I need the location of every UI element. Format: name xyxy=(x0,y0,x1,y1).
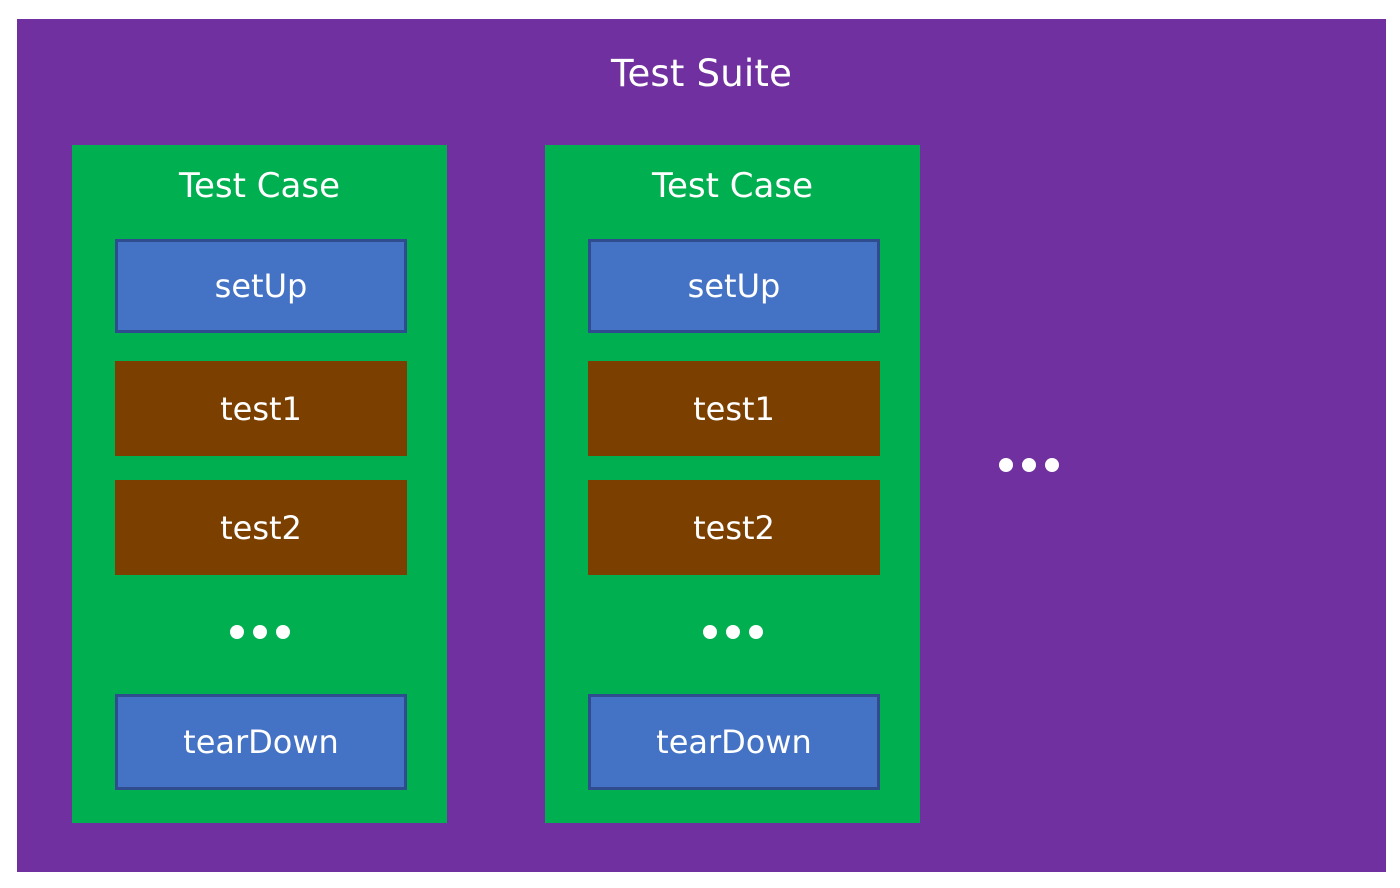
setup-step-2: setUp xyxy=(588,239,880,333)
ellipsis-dot xyxy=(748,625,763,639)
test-case-block-2: Test Case setUp test1 test2 tearDown xyxy=(545,145,920,823)
test2-step-1: test2 xyxy=(115,480,407,575)
test-case-title-2: Test Case xyxy=(652,166,813,206)
ellipsis-dot xyxy=(1022,458,1036,472)
test1-step-1: test1 xyxy=(115,361,407,456)
ellipsis-dot xyxy=(1045,458,1059,472)
ellipsis-dot xyxy=(725,625,740,639)
ellipsis-dot xyxy=(702,625,717,639)
more-test-cases-ellipsis-icon xyxy=(999,458,1059,472)
test1-step-2: test1 xyxy=(588,361,880,456)
ellipsis-dot xyxy=(275,625,290,639)
test2-step-2: test2 xyxy=(588,480,880,575)
test-case-block-1: Test Case setUp test1 test2 tearDown xyxy=(72,145,447,823)
setup-step-1: setUp xyxy=(115,239,407,333)
teardown-step-1: tearDown xyxy=(115,694,407,790)
teardown-step-2: tearDown xyxy=(588,694,880,790)
test-suite-container: Test Suite Test Case setUp test1 test2 t… xyxy=(17,19,1386,872)
ellipsis-dot xyxy=(252,625,267,639)
ellipsis-dot xyxy=(999,458,1013,472)
test-case-title-1: Test Case xyxy=(179,166,340,206)
ellipsis-dot xyxy=(229,625,244,639)
more-tests-ellipsis-icon-1 xyxy=(229,625,290,639)
test-suite-title: Test Suite xyxy=(610,52,793,95)
more-tests-ellipsis-icon-2 xyxy=(702,625,763,639)
